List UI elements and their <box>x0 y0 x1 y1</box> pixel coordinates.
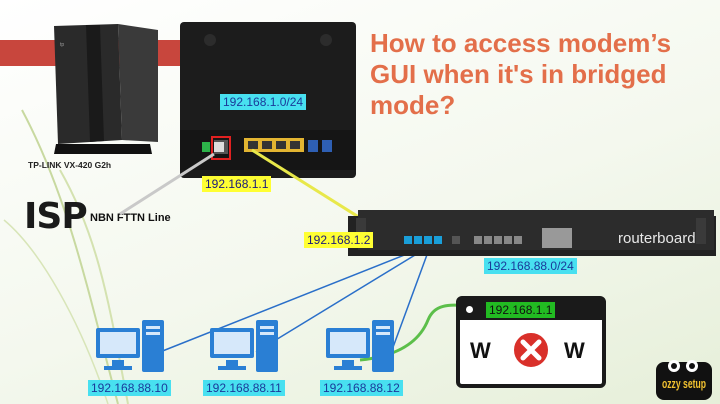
modem-lan-port-highlight <box>211 136 231 160</box>
browser-url: 192.168.1.1 <box>486 302 556 318</box>
nbn-line-label: NBN FTTN Line <box>90 212 171 224</box>
browser-logo-left: W <box>470 338 491 363</box>
page-title: How to access modem’s GUI when it's in b… <box>370 28 672 120</box>
browser-window: 192.168.1.1 W W <box>456 296 606 388</box>
modem-subnet-label: 192.168.1.0/24 <box>220 94 307 110</box>
router-wan-ip-label: 192.168.1.2 <box>304 232 374 248</box>
isp-logo: ISP <box>24 196 88 237</box>
tp-link-logo: tp <box>60 42 64 48</box>
modem-model-label: TP-LINK VX-420 G2h <box>28 160 112 170</box>
computer-ip-label: 192.168.88.10 <box>88 380 171 396</box>
watermark-text: ozzy setup <box>662 376 706 391</box>
computer-icon <box>210 320 278 372</box>
modem-lan-ip-label: 192.168.1.1 <box>202 176 272 192</box>
browser-dot-icon <box>466 306 473 313</box>
ozzy-logo-icon: ozzy setup <box>656 360 712 400</box>
error-icon <box>512 331 550 369</box>
computer-icon <box>96 320 164 372</box>
browser-address-bar: 192.168.1.1 <box>460 300 602 320</box>
routerboard-brand: routerboard <box>618 230 696 247</box>
router-subnet-label: 192.168.88.0/24 <box>484 258 577 274</box>
computer-icon <box>326 320 394 372</box>
modem-side-image: tp <box>54 24 158 154</box>
computer-ip-label: 192.168.88.11 <box>203 380 285 396</box>
browser-logo-right: W <box>564 338 585 363</box>
computer-ip-label: 192.168.88.12 <box>320 380 403 396</box>
router-image <box>348 210 716 256</box>
